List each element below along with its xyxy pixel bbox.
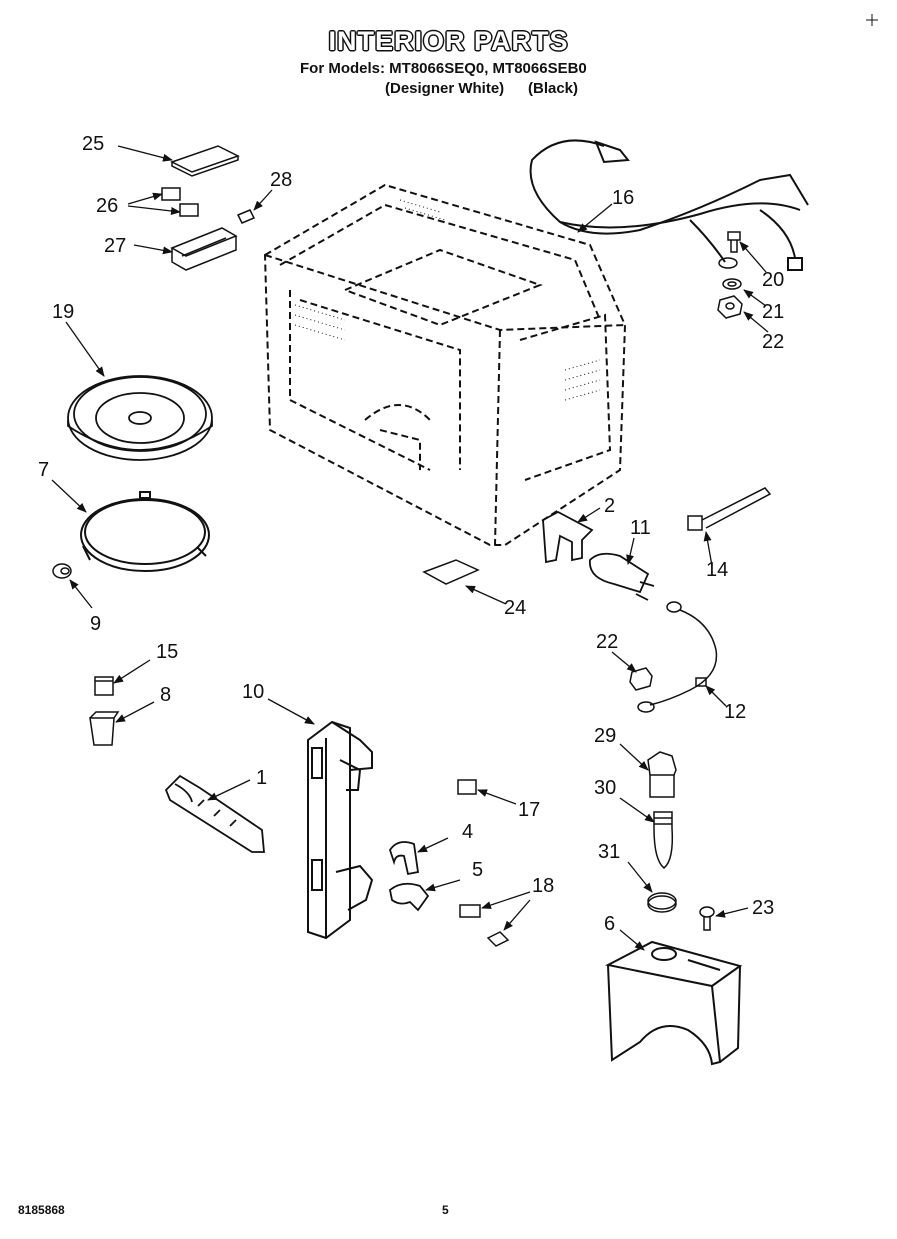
part-17-switch	[457, 779, 477, 795]
part-29-lamp-socket	[647, 751, 677, 798]
callout-22-lower: 22	[596, 631, 618, 653]
part-9-roller	[52, 563, 72, 579]
callout-8: 8	[160, 684, 171, 706]
part-5-lever	[389, 882, 430, 912]
callout-31: 31	[598, 841, 620, 863]
callout-11: 11	[630, 517, 651, 539]
callout-16: 16	[612, 187, 634, 209]
callout-21: 21	[762, 301, 784, 323]
callout-25: 25	[82, 133, 104, 155]
callout-5: 5	[472, 859, 483, 881]
part-22-nut-lower	[629, 667, 653, 691]
callout-29: 29	[594, 725, 616, 747]
part-2-bracket	[542, 510, 594, 564]
part-25-cover	[170, 145, 240, 177]
part-23-screw	[699, 906, 715, 931]
callout-1: 1	[256, 767, 267, 789]
part-20-screw	[718, 231, 741, 269]
leader-arrows	[51, 145, 769, 951]
callout-27: 27	[104, 235, 126, 257]
callout-15: 15	[156, 641, 178, 663]
callout-26: 26	[96, 195, 118, 217]
callout-30: 30	[594, 777, 616, 799]
part-4-lever	[389, 841, 420, 876]
callout-10: 10	[242, 681, 264, 703]
part-27-terminal-block	[170, 227, 238, 271]
part-16-power-cord	[529, 139, 809, 271]
part-30-bulb	[653, 811, 674, 869]
document-number: 8185868	[18, 1203, 65, 1217]
part-12-wire	[637, 601, 718, 713]
part-19-turntable	[67, 375, 213, 461]
models-line: For Models: MT8066SEQ0, MT8066SEB0	[300, 60, 587, 77]
callout-19: 19	[52, 301, 74, 323]
callout-20: 20	[762, 269, 784, 291]
part-24	[422, 559, 480, 585]
part-14-fuse	[687, 487, 772, 531]
part-7-roller-ring	[80, 491, 210, 572]
page-number: 5	[442, 1203, 449, 1217]
callout-22-upper: 22	[762, 331, 784, 353]
page-title: INTERIOR PARTS	[328, 26, 569, 56]
part-22-nut	[717, 295, 743, 319]
callout-6: 6	[604, 913, 615, 935]
callout-17: 17	[518, 799, 540, 821]
part-18-switch	[459, 904, 510, 947]
callout-18: 18	[532, 875, 554, 897]
variant-designer-white: (Designer White)	[385, 80, 505, 97]
callout-labels: 25 26 28 27 19 7 9 15 8 1 10 17 4 5 18 1…	[38, 133, 784, 935]
callout-28: 28	[270, 169, 292, 191]
part-11-capacitor	[589, 552, 655, 601]
part-21-washer	[722, 278, 742, 290]
callout-4: 4	[462, 821, 473, 843]
callout-14: 14	[706, 559, 728, 581]
callout-2: 2	[604, 495, 615, 517]
part-28	[236, 209, 256, 224]
callout-12: 12	[724, 701, 746, 723]
part-1-bracket	[164, 774, 265, 853]
part-31-ring	[647, 892, 677, 913]
callout-9: 9	[90, 613, 101, 635]
part-6-lamp-housing	[605, 940, 743, 1066]
variant-black: (Black)	[528, 80, 579, 97]
callout-24: 24	[504, 597, 526, 619]
part-15	[94, 676, 114, 696]
callout-23: 23	[752, 897, 774, 919]
part-8	[89, 711, 120, 746]
oven-cavity	[263, 183, 627, 546]
part-10-latch-board	[307, 720, 374, 940]
cavity-vents	[294, 199, 601, 401]
callout-7: 7	[38, 459, 49, 481]
